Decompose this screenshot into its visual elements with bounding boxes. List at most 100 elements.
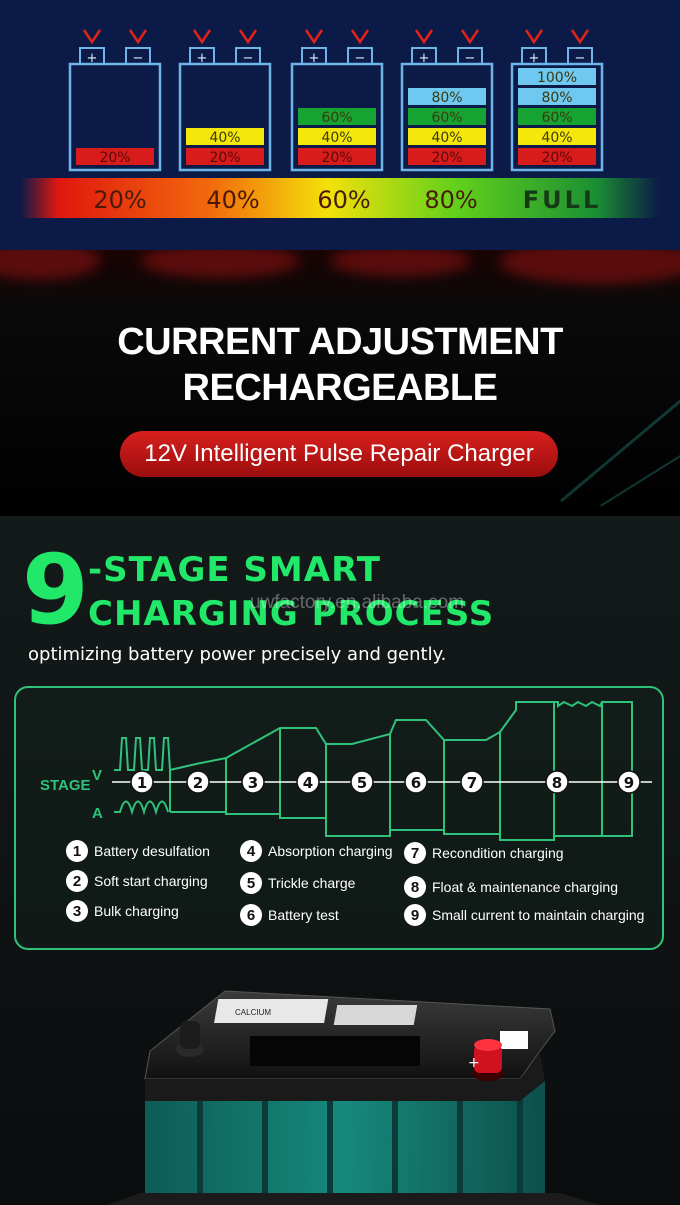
level-segment-label: 20% <box>431 150 462 166</box>
level-segment <box>186 148 264 165</box>
positive-terminal-symbol: + <box>468 1055 480 1071</box>
battery-label-text: CALCIUM <box>235 1008 271 1017</box>
svg-text:8: 8 <box>552 774 562 792</box>
charging-process-section: 9 -STAGE SMART CHARGING PROCESS uwfactor… <box>0 516 680 1205</box>
legend-label: Battery desulfation <box>94 843 210 859</box>
minus-terminal-symbol: − <box>133 51 144 66</box>
stage-marker: 7 <box>460 770 484 794</box>
check-icon <box>524 29 544 45</box>
plus-terminal-symbol: + <box>309 51 320 66</box>
level-segment <box>518 148 596 165</box>
plus-terminal-symbol: + <box>529 51 540 66</box>
legend-label: Small current to maintain charging <box>432 907 645 923</box>
svg-text:4: 4 <box>303 774 313 792</box>
legend-number: 9 <box>404 904 426 926</box>
legend-label: Bulk charging <box>94 903 179 919</box>
svg-text:9: 9 <box>624 774 634 792</box>
legend-item: 7 Recondition charging <box>404 842 564 864</box>
battery-icon: + − 20% 40% 60% 80% <box>400 29 494 172</box>
stage-marker: 5 <box>350 770 374 794</box>
level-segment-label: 80% <box>541 90 572 106</box>
level-segment-label: 60% <box>431 110 462 126</box>
battery-level-section: +−20%+−20%40%+−20%40%60%+−20%40%60%80%+−… <box>0 0 680 250</box>
legend-label: Trickle charge <box>268 875 356 891</box>
minus-terminal-symbol: − <box>465 51 476 66</box>
minus-terminal-symbol: − <box>355 51 366 66</box>
svg-text:2: 2 <box>193 774 203 792</box>
check-icon <box>128 29 148 45</box>
legend-label: Recondition charging <box>432 845 564 861</box>
stage-marker: 1 <box>130 770 154 794</box>
negative-terminal <box>180 1021 200 1049</box>
level-segment-label: 60% <box>541 110 572 126</box>
legend-number: 4 <box>240 840 262 862</box>
legend-item: 8 Float & maintenance charging <box>404 876 618 898</box>
watermark: uwfactory.en.alibaba.com <box>250 592 465 613</box>
svg-text:6: 6 <box>411 774 421 792</box>
svg-text:7: 7 <box>467 774 477 792</box>
legend-number: 8 <box>404 876 426 898</box>
battery-level-graphic: +−20%+−20%40%+−20%40%60%+−20%40%60%80%+−… <box>20 29 660 218</box>
battery-photo: CALCIUM + <box>106 990 600 1205</box>
legend-number: 5 <box>240 872 262 894</box>
level-segment <box>408 128 486 145</box>
check-icon <box>304 29 324 45</box>
legend-item: 3 Bulk charging <box>66 900 179 922</box>
plus-terminal-symbol: + <box>419 51 430 66</box>
legend-label: Float & maintenance charging <box>432 879 618 895</box>
check-icon <box>460 29 480 45</box>
battery-icon: +−20%40% <box>178 29 272 172</box>
battery-icon: +−20%40%60%80%100% <box>510 29 604 172</box>
check-icon <box>350 29 370 45</box>
stage-marker: 3 <box>241 770 265 794</box>
svg-text:5: 5 <box>357 774 367 792</box>
level-segment-label: 40% <box>431 130 462 146</box>
level-segment <box>76 148 154 165</box>
level-segment-label: 40% <box>541 130 572 146</box>
level-segment-label: 20% <box>541 150 572 166</box>
svg-text:1: 1 <box>137 774 147 792</box>
process-subtitle: optimizing battery power precisely and g… <box>28 644 447 665</box>
stage-count-number: 9 <box>22 534 89 646</box>
plus-terminal-symbol: + <box>197 51 208 66</box>
banner-section: CURRENT ADJUSTMENT RECHARGEABLE 12V Inte… <box>0 250 680 516</box>
level-scale-label: 40% <box>206 186 259 214</box>
legend-label: Battery test <box>268 907 339 923</box>
legend-number: 7 <box>404 842 426 864</box>
level-segment <box>408 88 486 105</box>
level-scale-label: 60% <box>317 186 370 214</box>
level-segment-label: 20% <box>99 150 130 166</box>
stage-marker: 4 <box>296 770 320 794</box>
level-segment-label: 60% <box>321 110 352 126</box>
check-icon <box>82 29 102 45</box>
stage-axis-label: STAGE <box>40 777 91 794</box>
product-name-pill: 12V Intelligent Pulse Repair Charger <box>120 431 558 477</box>
stage-marker: 8 <box>545 770 569 794</box>
level-segment <box>298 108 376 125</box>
check-icon <box>192 29 212 45</box>
level-gradient-bar <box>20 178 660 218</box>
level-segment-label: 100% <box>537 70 577 86</box>
legend-number: 3 <box>66 900 88 922</box>
check-icon <box>238 29 258 45</box>
level-segment-label: 40% <box>209 130 240 146</box>
level-segment-label: 20% <box>209 150 240 166</box>
level-segment <box>408 108 486 125</box>
check-icon <box>570 29 590 45</box>
level-segment <box>298 148 376 165</box>
legend-label: Soft start charging <box>94 873 208 889</box>
level-segment <box>408 148 486 165</box>
level-segment-label: 80% <box>431 90 462 106</box>
level-scale-label: FULL <box>523 186 601 214</box>
process-title-line1: -STAGE SMART <box>88 550 381 590</box>
level-segment <box>518 128 596 145</box>
legend-item: 5 Trickle charge <box>240 872 355 894</box>
battery-icon: +−20% <box>68 29 162 172</box>
voltage-label: V <box>92 767 102 784</box>
legend-number: 1 <box>66 840 88 862</box>
level-scale-label: 20% <box>93 186 146 214</box>
